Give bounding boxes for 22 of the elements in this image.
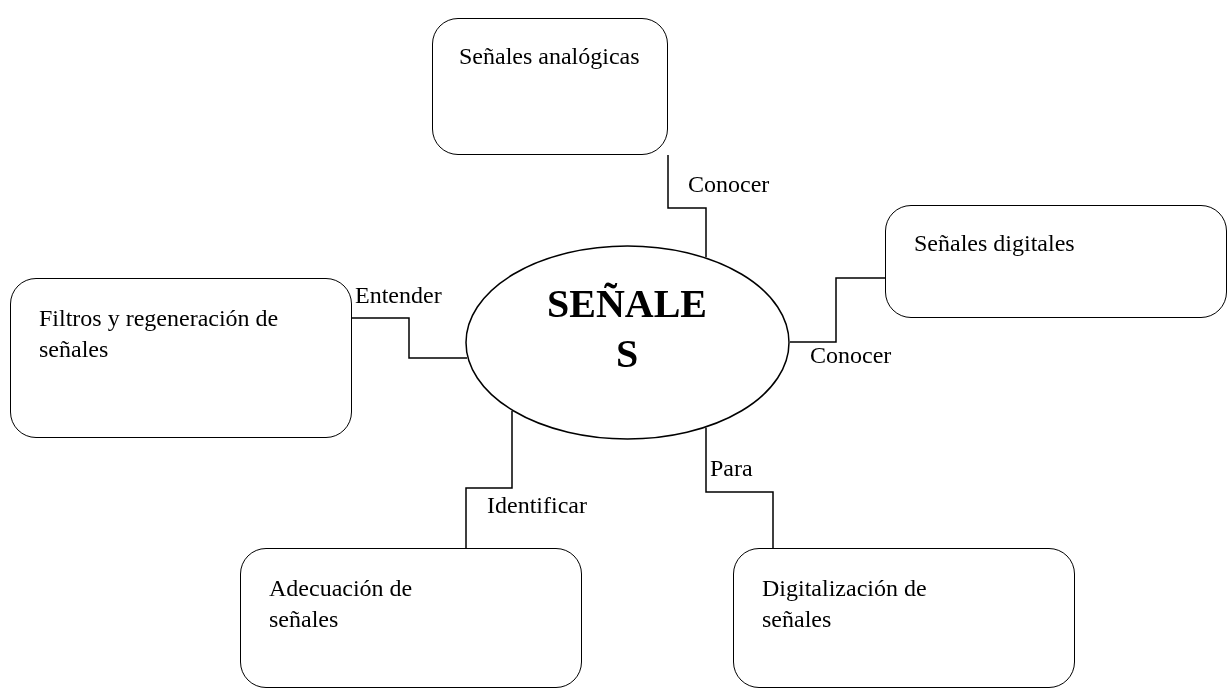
edge-label: Entender bbox=[355, 283, 442, 307]
concept-box bbox=[885, 205, 1227, 318]
connector-line bbox=[789, 277, 886, 343]
concept-text: Adecuación de señales bbox=[269, 574, 414, 635]
concept-box bbox=[733, 548, 1075, 688]
edge-label: Conocer bbox=[810, 343, 892, 367]
edge-label: Para bbox=[710, 456, 753, 480]
concept-box bbox=[10, 278, 352, 438]
concept-box bbox=[432, 18, 668, 155]
connector-line bbox=[667, 154, 707, 258]
edge-label: Conocer bbox=[688, 172, 770, 196]
concept-text: Digitalización de señales bbox=[762, 574, 928, 635]
connector-line bbox=[465, 410, 513, 549]
connector-line bbox=[351, 317, 468, 359]
concept-box bbox=[240, 548, 582, 688]
concept-text: Filtros y regeneración de señales bbox=[39, 304, 280, 365]
edge-label: Identificar bbox=[487, 493, 587, 517]
concept-text: Señales analógicas bbox=[459, 42, 641, 71]
connector-line bbox=[705, 427, 774, 549]
concept-text: Señales digitales bbox=[914, 229, 1076, 258]
topic-ellipse bbox=[465, 245, 790, 440]
topic-title: SEÑALES bbox=[545, 280, 709, 378]
